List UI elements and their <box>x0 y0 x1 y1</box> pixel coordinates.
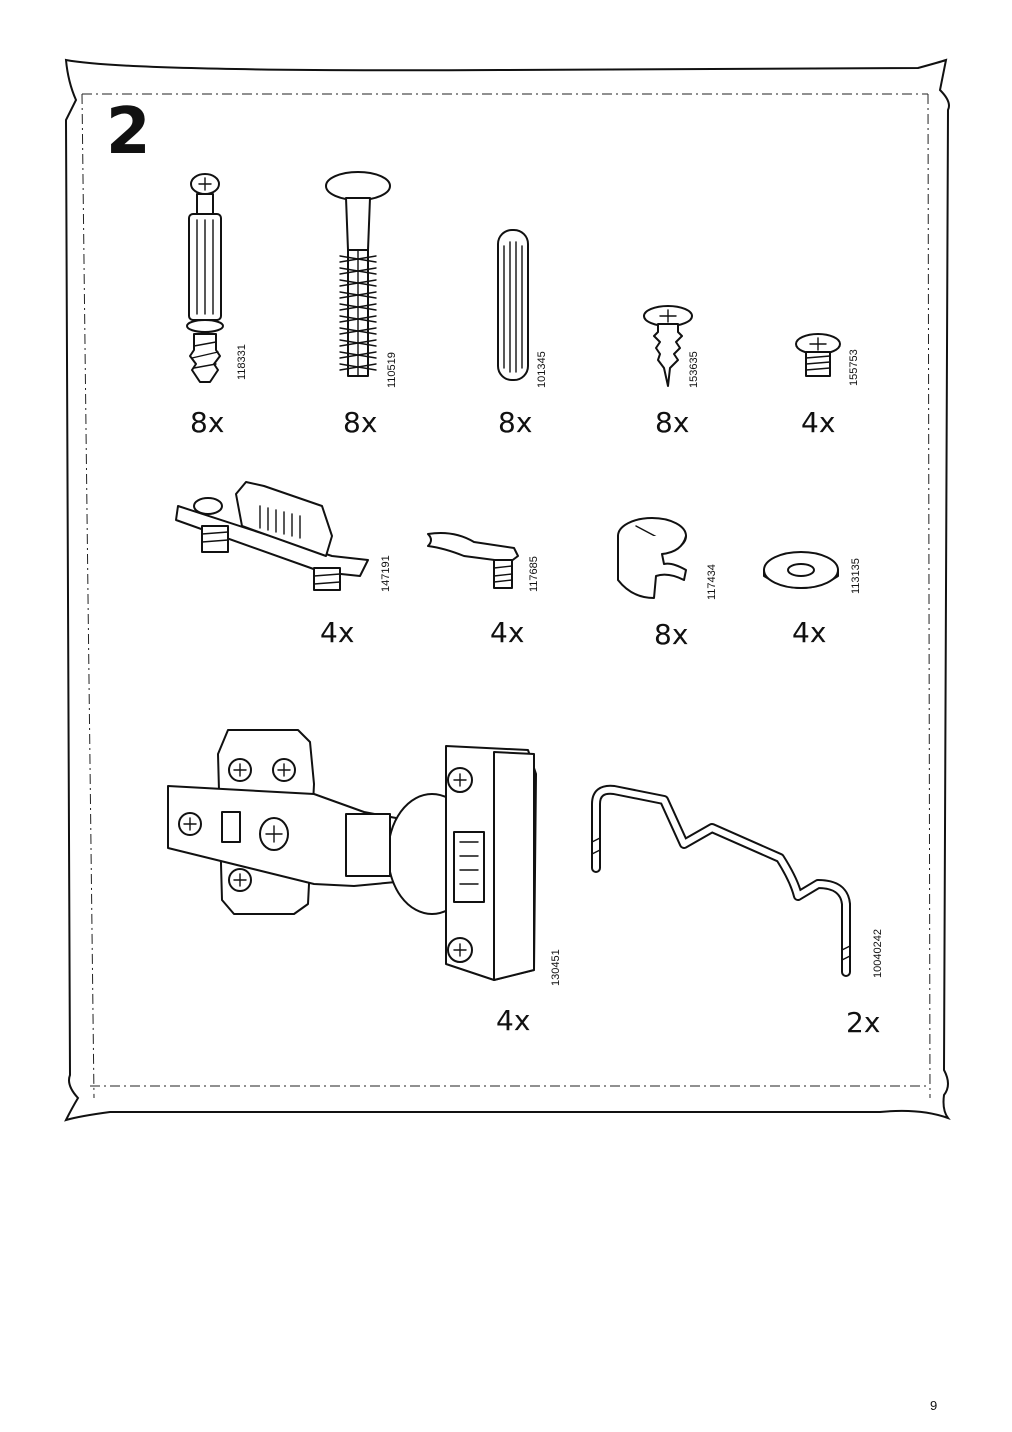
step-frame <box>64 58 951 1122</box>
cam-bolt-icon <box>186 173 224 383</box>
page-number: 9 <box>930 1398 938 1413</box>
part-quantity: 8x <box>498 406 533 439</box>
part-number: 110519 <box>386 352 398 388</box>
part-number: 101345 <box>536 351 548 388</box>
part-number: 130451 <box>550 949 562 986</box>
part-number: 113135 <box>850 558 862 594</box>
part-quantity: 4x <box>320 616 355 649</box>
part-number: 153635 <box>688 351 700 388</box>
part-quantity: 2x <box>846 1006 881 1039</box>
wire-rail-icon <box>591 784 851 977</box>
part-number: 117685 <box>528 556 540 592</box>
part-quantity: 8x <box>655 406 690 439</box>
mounting-bracket-icon <box>175 481 369 591</box>
part-number: 118331 <box>236 344 248 380</box>
wood-screw-icon <box>643 305 693 387</box>
shelf-support-icon <box>427 532 519 589</box>
part-quantity: 4x <box>801 406 836 439</box>
part-quantity: 8x <box>343 406 378 439</box>
part-number: 147191 <box>380 555 392 592</box>
wooden-dowel-icon <box>497 229 529 381</box>
part-quantity: 8x <box>190 406 225 439</box>
short-screw-icon <box>795 333 841 377</box>
hinge-icon <box>167 729 537 981</box>
step-number: 2 <box>106 95 151 169</box>
part-quantity: 8x <box>654 618 689 651</box>
part-number: 117434 <box>706 564 718 600</box>
shelf-pin-plug-icon <box>325 171 391 377</box>
part-number: 155753 <box>848 349 860 386</box>
part-quantity: 4x <box>792 616 827 649</box>
part-number: 10040242 <box>872 929 884 978</box>
part-quantity: 4x <box>490 616 525 649</box>
part-quantity: 4x <box>496 1004 531 1037</box>
cam-lock-icon <box>617 517 687 599</box>
washer-icon <box>763 551 839 589</box>
